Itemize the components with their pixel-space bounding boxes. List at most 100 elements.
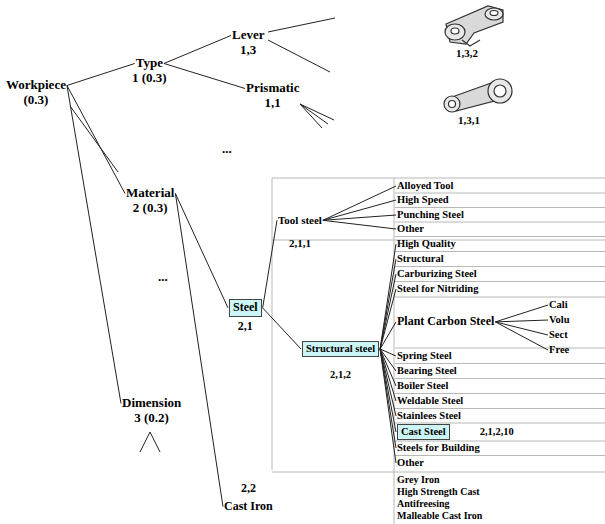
tree-branch [323,200,396,220]
node-label: Boiler Steel [397,380,448,392]
node-label: Lever [232,28,264,43]
node-label: Steel [229,299,262,317]
tree-branch [263,308,301,349]
node-label: Material [126,186,174,201]
table-rule [395,193,605,194]
node-label: Cast Steel [397,424,450,440]
tree-node: Boiler Steel [397,380,448,392]
tree-node: Other [397,457,424,469]
tree-node: Steel 2,1 [229,299,262,334]
tree-node: Punching Steel [397,209,464,221]
node-code: 2,1 [238,320,253,334]
node-code: 1,3 [240,43,256,58]
table-cell: Malleable Cast Iron [397,510,482,522]
node-code: 2,2 [241,482,256,496]
node-label: Bearing Steel [397,365,457,377]
node-code: 1,1 [265,96,281,111]
node-label: Workpiece [6,78,66,93]
tree-node: Dimension3 (0.2) [122,396,181,426]
tree-branch [323,220,396,229]
node-label: High Quality [397,238,456,250]
tree-node: Steels for Building [397,442,480,454]
tree-branch [175,193,223,506]
table-rule [395,441,605,442]
table-grid [272,178,605,524]
tree-node: Lever1,3 [232,28,264,58]
tree-branch [380,289,396,349]
node-label: Carburizing Steel [397,268,477,280]
tree-node: Other [397,223,424,235]
node-code: 3 (0.2) [134,411,169,426]
table-rule [395,393,605,394]
table-rule [395,378,605,379]
tree-branch [67,63,135,85]
node-label: Steels for Building [397,442,480,454]
tree-node: High Speed [397,194,449,206]
tree-node: Carburizing Steel [397,268,477,280]
table-rule [395,363,605,364]
node-label: Steel for Nitriding [397,283,478,295]
branch-stub [268,18,335,32]
tree-node: Type1 (0.3) [132,56,167,86]
node-label: Other [397,223,424,235]
node-label: Cast Iron [224,500,273,514]
tree-branch [380,244,396,349]
node-code: 2,1,2 [330,369,351,381]
tree-node: Bearing Steel [397,365,457,377]
table-rule [395,281,605,282]
node-label: Structural [397,253,444,265]
lever-illustration [445,6,503,46]
tree-branch [164,63,245,88]
tree-branch [380,349,396,401]
tree-node: Free [549,344,569,356]
node-label: Volu [549,314,570,326]
tree-node: Prismatic1,1 [246,81,299,111]
node-label: Spring Steel [397,350,452,362]
tree-node: Alloyed Tool [397,180,453,192]
node-code: 2,1,2,10 [480,426,514,438]
table-cell: Antifreesing [397,498,450,510]
branch-stub [268,40,330,72]
tree-node: Volu [549,314,570,326]
node-label: Weldable Steel [397,395,463,407]
table-rule [395,348,605,349]
tree-node: Material2 (0.3) [126,186,174,216]
tree-node: Workpiece(0.3) [6,78,66,108]
table-rule [395,236,605,237]
node-label: Tool steel [278,214,322,227]
tree-node: Tool steel 2,1,1 [278,214,322,249]
branch-stub [300,104,334,120]
node-label: Structural steel [302,341,379,357]
tree-branch [495,322,548,350]
branch-stub [150,432,160,452]
tree-branch [380,349,396,463]
branch-stub [300,104,322,128]
table-cell: High Strength Cast [397,486,480,498]
node-label: Stainlees Steel [397,410,461,422]
node-label: High Speed [397,194,449,206]
ellipsis: ... [222,142,232,157]
tree-node: Steel for Nitriding [397,283,478,295]
branch-stub [300,104,328,124]
tree-node: 2,2Cast Iron [224,482,273,514]
node-code: 2,1,1 [289,237,311,250]
tree-branch [175,193,228,307]
tree-node: Plant Carbon Steel [397,315,494,329]
tree-node: Weldable Steel [397,395,463,407]
table-rule [272,472,605,473]
node-label: Alloyed Tool [397,180,453,192]
node-label: Punching Steel [397,209,464,221]
part-code: 1,3,1 [458,114,480,127]
node-label: Cali [549,299,568,311]
connecting-rod-illustration [444,79,512,112]
node-label: Prismatic [246,81,299,96]
table-rule [272,178,273,470]
tree-branch [263,220,277,308]
tree-node: Cast Steel 2,1,2,10 [397,424,514,440]
node-code: (0.3) [24,93,49,108]
node-label: Free [549,344,569,356]
tree-node: Structural steel 2,1,2 [302,341,379,381]
